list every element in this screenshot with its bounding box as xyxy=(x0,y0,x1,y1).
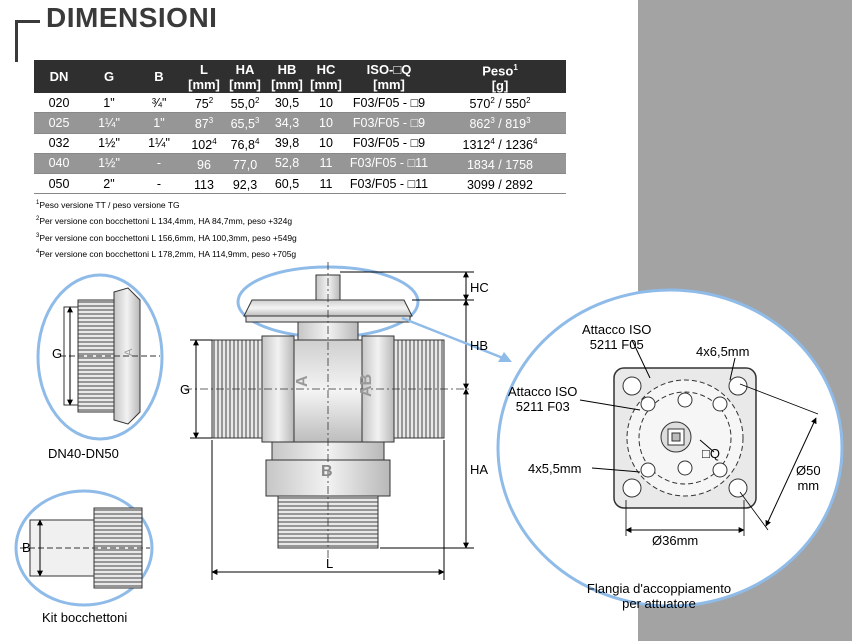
square-q-label: □Q xyxy=(702,446,720,461)
table-cell-ha: 77,0 xyxy=(224,153,266,174)
table-cell-hb: 34,3 xyxy=(266,112,308,134)
footnote: 3Per versione con bocchettoni L 156,6mm,… xyxy=(36,232,297,243)
table-cell-l: 873 xyxy=(184,112,224,134)
hc-dimension-label: HC xyxy=(470,280,489,295)
main-dimension-lines xyxy=(190,271,474,580)
header-g: G xyxy=(84,60,134,94)
footnote: 2Per versione con bocchettoni L 134,4mm,… xyxy=(36,216,293,227)
port-ab-label: AB xyxy=(358,374,375,397)
table-cell-iso: F03/F05 - □9 xyxy=(344,93,434,114)
table-cell-hc: 10 xyxy=(308,133,344,154)
table-cell-b: - xyxy=(134,173,184,195)
flange-detail xyxy=(496,288,844,608)
table-cell-g: 1½" xyxy=(84,153,134,174)
svg-text:A: A xyxy=(123,348,135,356)
table-cell-dn: 032 xyxy=(34,133,84,154)
table-cell-g: 1" xyxy=(84,93,134,114)
header-hb: HB[mm] xyxy=(266,60,308,94)
table-cell-iso: F03/F05 - □9 xyxy=(344,133,434,154)
header-hc: HC[mm] xyxy=(308,60,344,94)
g-dimension-label-main: G xyxy=(180,382,191,397)
table-cell-dn: 025 xyxy=(34,112,84,134)
table-cell-l: 96 xyxy=(184,153,224,174)
table-cell-iso: F03/F05 - □11 xyxy=(344,173,434,195)
table-cell-b: - xyxy=(134,153,184,174)
header-dn: DN xyxy=(34,60,84,94)
footnotes: 1Peso versione TT / peso versione TG 2Per… xyxy=(36,196,297,261)
table-cell-ha: 55,02 xyxy=(224,93,266,114)
table-cell-peso: 3099 / 2892 xyxy=(434,173,566,195)
d36-label: Ø36mm xyxy=(652,533,699,548)
footnote: 4Per versione con bocchettoni L 178,2mm,… xyxy=(36,248,297,259)
table-cell-b: 1" xyxy=(134,112,184,134)
ha-dimension-label: HA xyxy=(470,462,489,477)
table-cell-ha: 76,84 xyxy=(224,133,266,154)
table-cell-hb: 39,8 xyxy=(266,133,308,154)
table-cell-peso: 1834 / 1758 xyxy=(434,153,566,174)
header-peso: Peso1[g] xyxy=(434,60,566,94)
table-cell-l: 1024 xyxy=(184,133,224,154)
table-cell-l: 113 xyxy=(184,173,224,195)
table-cell-hc: 11 xyxy=(308,173,344,195)
table-cell-peso: 13124 / 12364 xyxy=(434,133,566,154)
table-cell-g: 1½" xyxy=(84,133,134,154)
table-cell-hc: 10 xyxy=(308,112,344,134)
title-decoration-vertical xyxy=(15,20,18,62)
dn40-detail: A xyxy=(36,273,164,441)
table-cell-l: 752 xyxy=(184,93,224,114)
dimensions-table: DN G B L[mm] HA[mm] HB[mm] HC[mm] ISO-□Q… xyxy=(34,60,566,195)
kit-detail xyxy=(14,489,154,607)
port-a-label: A xyxy=(294,375,311,387)
g-dimension-label-left: G xyxy=(52,346,63,361)
table-cell-hc: 11 xyxy=(308,153,344,174)
header-iso: ISO-□Q[mm] xyxy=(344,60,434,94)
hole-65-label: 4x6,5mm xyxy=(696,344,750,359)
hb-dimension-label: HB xyxy=(470,338,489,353)
table-cell-g: 2" xyxy=(84,173,134,195)
dn40-dn50-caption: DN40-DN50 xyxy=(48,446,119,461)
title-decoration xyxy=(15,20,40,23)
table-cell-ha: 65,53 xyxy=(224,112,266,134)
table-cell-ha: 92,3 xyxy=(224,173,266,195)
header-ha: HA[mm] xyxy=(224,60,266,94)
table-cell-peso: 8623 / 8193 xyxy=(434,112,566,134)
table-cell-hb: 60,5 xyxy=(266,173,308,195)
b-dimension-label: B xyxy=(22,540,31,555)
valve-body-drawing: A AB B xyxy=(184,262,470,560)
port-b-label: B xyxy=(321,463,333,480)
table-header-row: DN G B L[mm] HA[mm] HB[mm] HC[mm] ISO-□Q… xyxy=(34,60,566,94)
table-cell-hb: 30,5 xyxy=(266,93,308,114)
table-cell-hc: 10 xyxy=(308,93,344,114)
table-cell-dn: 040 xyxy=(34,153,84,174)
page-title: DIMENSIONI xyxy=(46,2,218,33)
table-cell-b: 1¼" xyxy=(134,133,184,154)
table-cell-b: ¾" xyxy=(134,93,184,114)
header-b: B xyxy=(134,60,184,94)
l-dimension-label: L xyxy=(326,556,334,571)
table-cell-peso: 5702 / 5502 xyxy=(434,93,566,114)
table-cell-iso: F03/F05 - □9 xyxy=(344,112,434,134)
table-cell-dn: 020 xyxy=(34,93,84,114)
hole-55-label: 4x5,5mm xyxy=(528,461,582,476)
connector-arrow xyxy=(401,316,509,362)
table-cell-iso: F03/F05 - □11 xyxy=(344,153,434,174)
header-l: L[mm] xyxy=(184,60,224,94)
table-cell-g: 1¼" xyxy=(84,112,134,134)
table-cell-dn: 050 xyxy=(34,173,84,195)
table-cell-hb: 52,8 xyxy=(266,153,308,174)
kit-caption: Kit bocchettoni xyxy=(42,610,128,625)
footnote: 1Peso versione TT / peso versione TG xyxy=(36,199,180,210)
